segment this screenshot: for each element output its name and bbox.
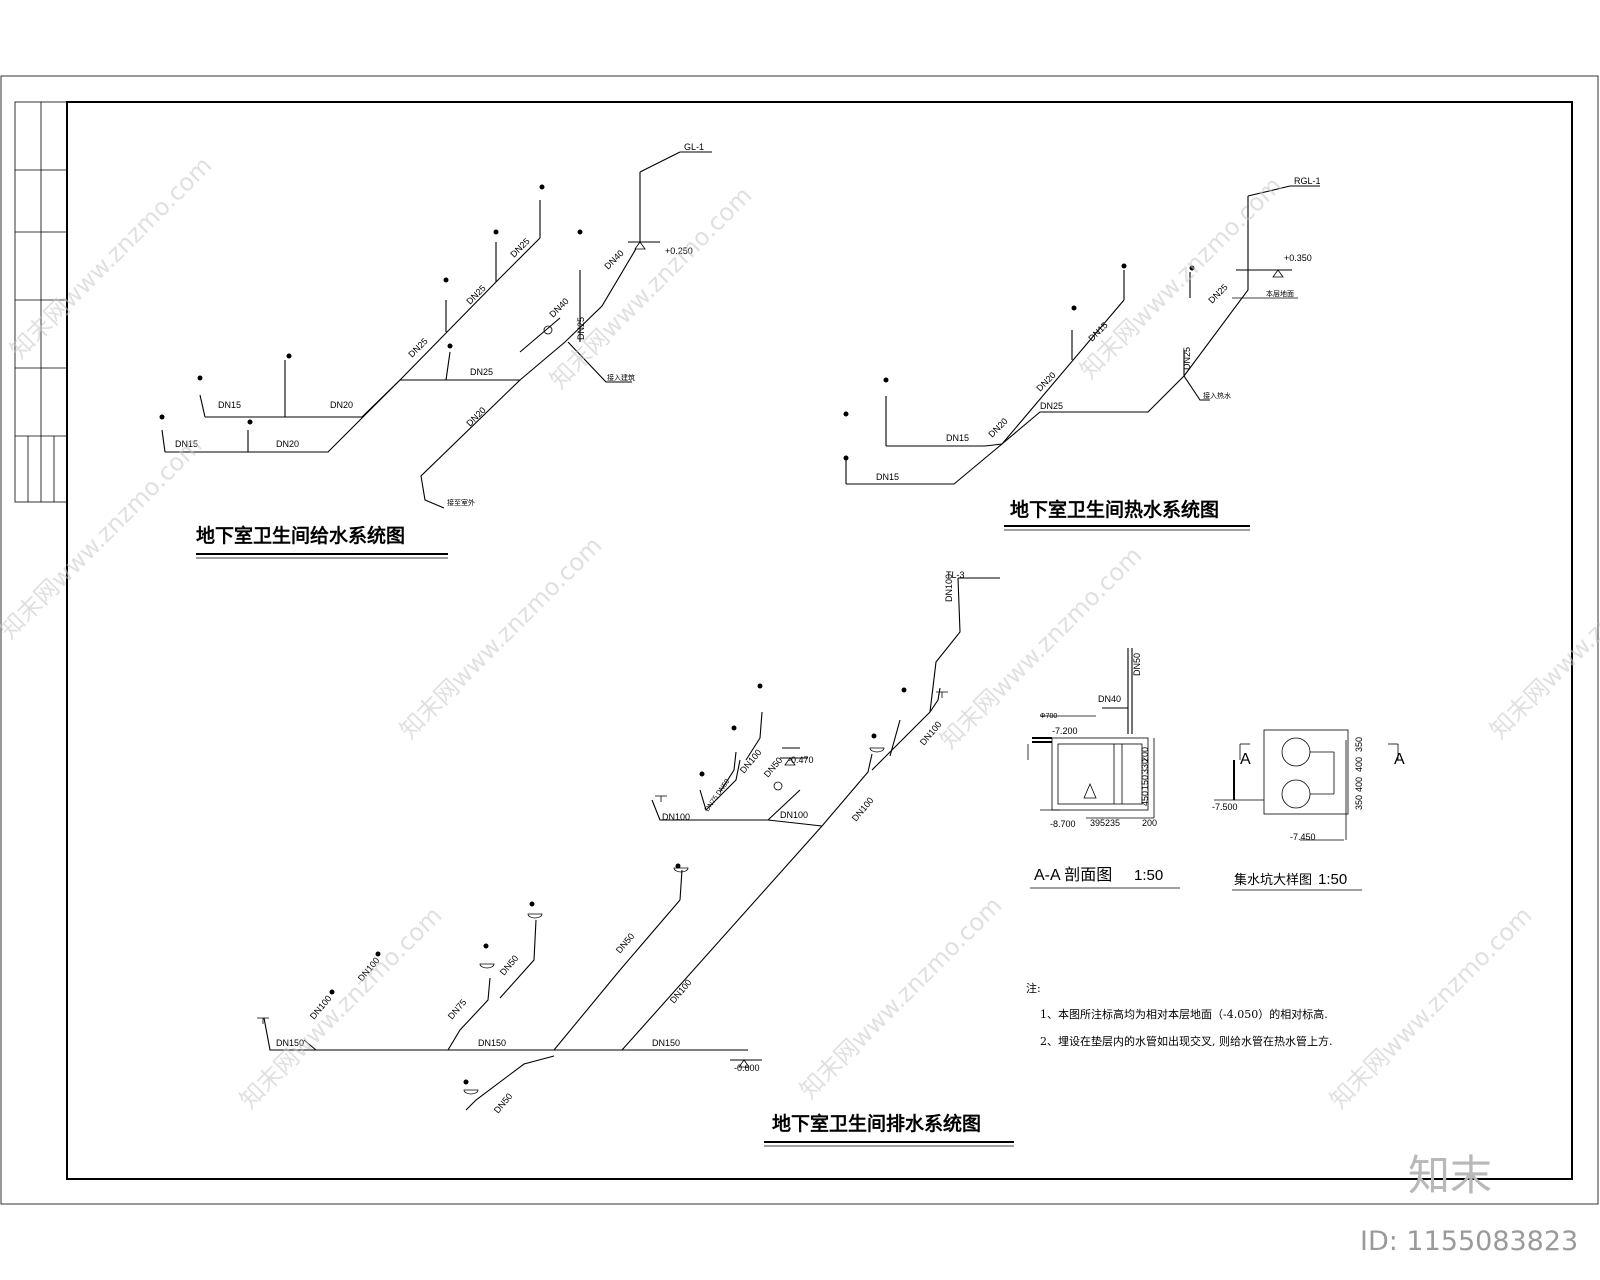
title-block xyxy=(14,101,68,503)
pit-dim: 150 xyxy=(1140,775,1150,790)
drain-label: DN100 xyxy=(668,977,694,1005)
supply-system-diagram: DN15 DN15 DN20 DN20 DN25 DN25 DN25 DN25 … xyxy=(159,142,712,559)
watermark-id: ID: 1155083823 xyxy=(1360,1226,1578,1257)
watermark-text: 知末网www.znzmo.com xyxy=(234,901,447,1114)
pit-dim: 395235 xyxy=(1090,818,1120,828)
supply-label: DN20 xyxy=(330,400,353,410)
drain-label: DN150 xyxy=(276,1038,304,1048)
watermark-text: 知末网www.znzmo.com xyxy=(794,891,1007,1104)
plan-elevation: -7.500 xyxy=(1212,802,1238,812)
supply-label: DN20 xyxy=(276,439,299,449)
drain-label: DN50 xyxy=(492,1091,514,1115)
watermark-layer: 知末网www.znzmo.com 知末网www.znzmo.com 知末网www… xyxy=(0,151,1600,1257)
notes-head: 注: xyxy=(1026,981,1041,995)
plan-dim: 400 xyxy=(1354,777,1364,792)
drain-label: DN100 xyxy=(850,795,876,823)
note-line-2: 2、埋设在垫层内的水管如出现交叉, 则给水管在热水管上方. xyxy=(1040,1034,1333,1048)
drain-label: DN75 DN50 xyxy=(704,778,731,813)
pit-label: DN40 xyxy=(1098,694,1121,704)
hot-label: DN25 xyxy=(1040,401,1063,411)
note-line-1: 1、本图所注标高均为相对本层地面（-4.050）的相对标高. xyxy=(1040,1007,1328,1021)
supply-note: 接入建筑 xyxy=(607,373,635,382)
supply-riser-label: GL-1 xyxy=(684,142,704,152)
pit-label: DN50 xyxy=(1132,653,1142,676)
watermark-text: 知末网www.znzmo.com xyxy=(1484,531,1600,744)
plan-title: 集水坑大样图 xyxy=(1234,872,1312,887)
drain-label: DN100 xyxy=(780,810,808,820)
section-scale: 1:50 xyxy=(1134,867,1163,884)
pit-section-detail: DN50 DN40 Φ700 -7.200 -8.700 395235 200 … xyxy=(1027,648,1180,889)
pit-dim: 200 xyxy=(1140,747,1150,762)
watermark-text: 知末网www.znzmo.com xyxy=(0,431,207,644)
section-mark-right: A xyxy=(1394,751,1405,768)
hot-label: DN20 xyxy=(986,416,1009,439)
hot-label: DN25 xyxy=(1206,282,1229,305)
watermark-text: 知末网www.znzmo.com xyxy=(934,541,1147,754)
supply-label: DN15 xyxy=(218,400,241,410)
drain-elevation: -0.600 xyxy=(734,1063,760,1073)
pit-elevation: -7.200 xyxy=(1052,726,1078,736)
supply-label: DN25 xyxy=(508,236,531,259)
drain-elevation: -0.470 xyxy=(788,755,814,765)
drainage-system-diagram: DN100 DN100 DN100 DN100 DN100 DN100 DN75… xyxy=(257,570,1014,1147)
drain-label: DN100 xyxy=(738,747,764,775)
hot-label: DN15 xyxy=(876,472,899,482)
supply-note: 接至室外 xyxy=(447,498,475,507)
supply-label: DN25 xyxy=(406,336,429,359)
plan-dim: 400 xyxy=(1354,757,1364,772)
plan-scale: 1:50 xyxy=(1318,871,1347,888)
drain-label: DN150 xyxy=(652,1038,680,1048)
drain-label: DN50 xyxy=(498,953,520,977)
watermark-text: 知末网www.znzmo.com xyxy=(544,181,757,394)
drain-label: DN100 xyxy=(662,812,690,822)
hot-riser-label: RGL-1 xyxy=(1294,176,1321,186)
pit-dim: 200 xyxy=(1142,818,1157,828)
supply-label: DN40 xyxy=(602,248,625,271)
drain-riser-label: TL-3 xyxy=(946,570,965,580)
hot-label: DN15 xyxy=(946,433,969,443)
hot-title: 地下室卫生间热水系统图 xyxy=(1010,498,1219,521)
watermark-text: 知末网www.znzmo.com xyxy=(1074,171,1287,384)
section-mark-left: A xyxy=(1240,751,1251,768)
watermark-text: 知末网www.znzmo.com xyxy=(1324,901,1537,1114)
supply-label: DN40 xyxy=(547,296,570,319)
plan-dim: 350 xyxy=(1354,795,1364,810)
plan-elevation: -7.450 xyxy=(1290,832,1316,842)
supply-elevation: +0.250 xyxy=(665,246,693,256)
watermark-logo: 知末 xyxy=(1408,1151,1492,1200)
hot-note: 接入热水 xyxy=(1203,391,1231,400)
hot-elevation: +0.350 xyxy=(1284,253,1312,263)
notes-block: 注: 1、本图所注标高均为相对本层地面（-4.050）的相对标高. 2、埋设在垫… xyxy=(1026,981,1333,1048)
inner-frame xyxy=(66,101,1573,1180)
drain-title: 地下室卫生间排水系统图 xyxy=(772,1112,981,1135)
pit-dim: 450 xyxy=(1140,791,1150,806)
section-title: A-A 剖面图 xyxy=(1034,866,1112,884)
supply-label: DN20 xyxy=(464,405,487,428)
supply-label: DN15 xyxy=(175,439,198,449)
pit-plan-detail: A A 350 400 400 350 -7.500 -7.450 集水坑大样图… xyxy=(1212,729,1405,891)
supply-title: 地下室卫生间给水系统图 xyxy=(196,524,405,547)
pit-dim: 330 xyxy=(1140,759,1150,774)
hot-label: DN25 xyxy=(1182,347,1192,370)
drain-label: DN100 xyxy=(944,574,954,602)
drain-label: DN75 xyxy=(446,997,468,1021)
supply-label: DN25 xyxy=(576,317,586,340)
watermark-text: 知末网www.znzmo.com xyxy=(394,531,607,744)
hot-water-system-diagram: DN15 DN15 DN25 DN20 DN20 DN15 DN25 DN25 … xyxy=(843,176,1321,531)
supply-label: DN25 xyxy=(470,367,493,377)
plan-dim: 350 xyxy=(1354,737,1364,752)
pit-elevation: -8.700 xyxy=(1050,819,1076,829)
drain-label: DN150 xyxy=(478,1038,506,1048)
hot-note: 本层地面 xyxy=(1266,289,1294,298)
pit-label: Φ700 xyxy=(1040,713,1057,720)
drain-label: DN50 xyxy=(614,931,636,955)
drain-label: DN50 xyxy=(762,755,784,779)
outer-frame xyxy=(0,75,1599,1205)
watermark-text: 知末网www.znzmo.com xyxy=(4,151,217,364)
